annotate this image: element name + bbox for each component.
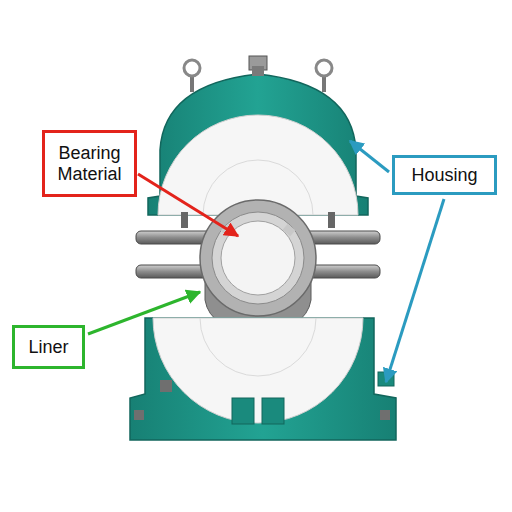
bottom-housing: [130, 318, 396, 440]
liner-assembly: [136, 200, 380, 332]
callout-box: Housing: [392, 155, 497, 195]
callout-label: Liner: [28, 337, 68, 358]
leader-arrow: [350, 141, 389, 172]
callout-box: Bearing Material: [42, 130, 137, 197]
leader-arrow: [386, 199, 444, 382]
callout-box: Liner: [12, 325, 85, 369]
leader-arrow: [138, 174, 238, 236]
callout-label: Housing: [411, 165, 477, 186]
callout-label: Bearing Material: [49, 143, 130, 184]
leader-arrow: [88, 292, 200, 334]
